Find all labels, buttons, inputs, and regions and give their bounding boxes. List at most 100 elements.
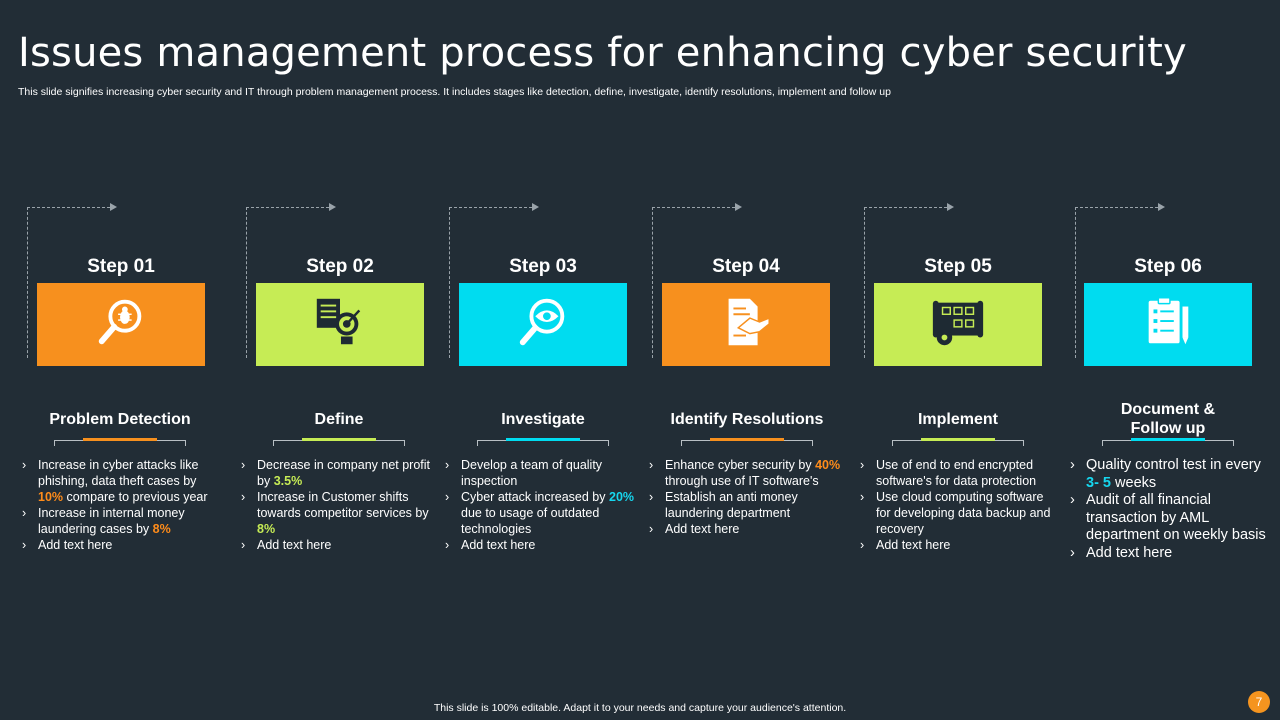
bullet-text: Audit of all financial transaction by AM… [1086, 492, 1266, 544]
bullet-item: Use of end to end encrypted software's f… [858, 457, 1058, 489]
stage-title-line: Problem Detection [49, 410, 191, 428]
stage-title-line: Document & [1120, 401, 1216, 418]
magnifier-eye-icon [514, 293, 572, 356]
page-number-badge: 7 [1248, 691, 1270, 713]
bullet-text: Add text here [1086, 544, 1173, 561]
bullet-item: Add text here [443, 537, 643, 553]
step-label: Step 01 [87, 256, 155, 277]
step-icon-box [37, 283, 205, 366]
bullet-text: Increase in internal money laundering ca… [38, 506, 185, 536]
step-label: Step 06 [1134, 256, 1202, 277]
stage-details: Document &Follow up Quality control test … [1068, 400, 1268, 563]
checklist-pencil-icon [1139, 293, 1197, 356]
arrow-head-icon [532, 203, 539, 211]
arrow-head-icon [1158, 203, 1165, 211]
slide-subtitle: This slide signifies increasing cyber se… [18, 86, 891, 98]
bullet-item: Enhance cyber security by 40% through us… [647, 457, 847, 489]
step-card-1: Step 01 [37, 255, 205, 366]
highlight-value: 8% [152, 522, 171, 536]
bullet-item: Audit of all financial transaction by AM… [1068, 492, 1268, 545]
stage-title: Problem Detection [20, 400, 220, 438]
stage-title: Document &Follow up [1068, 400, 1268, 438]
bullet-item: Increase in Customer shifts towards comp… [239, 489, 439, 537]
step-connector-arrow [864, 203, 954, 358]
bullet-text: Add text here [665, 522, 740, 536]
bullet-item: Add text here [239, 537, 439, 553]
bullet-item: Add text here [20, 537, 220, 553]
bullet-text: Quality control test in every [1086, 457, 1261, 473]
stage-divider [892, 438, 1024, 447]
step-connector-arrow [652, 203, 742, 358]
bullet-text: Use of end to end encrypted software's f… [876, 458, 1037, 488]
highlight-value: 3.5% [273, 474, 303, 488]
bullet-text: through use of IT software's [665, 474, 819, 488]
bullet-item: Decrease in company net profit by 3.5% [239, 457, 439, 489]
arrow-head-icon [329, 203, 336, 211]
stage-divider [1102, 438, 1234, 447]
bullet-item: Add text here [858, 537, 1058, 553]
arrow-head-icon [735, 203, 742, 211]
bullet-text: due to usage of outdated technologies [461, 506, 600, 536]
slide-title: Issues management process for enhancing … [18, 30, 1187, 76]
step-card-6: Step 06 [1084, 255, 1252, 366]
bullet-item: Add text here [647, 521, 847, 537]
highlight-value: 20% [609, 490, 635, 504]
arrow-head-icon [947, 203, 954, 211]
bullet-text: Use cloud computing software for develop… [876, 490, 1051, 536]
step-icon-box [459, 283, 627, 366]
step-label: Step 03 [509, 256, 577, 277]
stage-details: ImplementUse of end to end encrypted sof… [858, 400, 1058, 554]
stage-title: Implement [858, 400, 1058, 438]
stage-divider [681, 438, 813, 447]
magnifier-bug-icon [92, 293, 150, 356]
bullet-item: Develop a team of quality inspection [443, 457, 643, 489]
stage-bullet-list: Quality control test in every 3- 5 weeks… [1068, 457, 1268, 563]
highlight-value: 3- 5 [1086, 474, 1111, 491]
bullet-item: Increase in cyber attacks like phishing,… [20, 457, 220, 505]
stage-title-line: Implement [917, 410, 998, 428]
bullet-item: Establish an anti money laundering depar… [647, 489, 847, 521]
stage-details: Identify ResolutionsEnhance cyber securi… [647, 400, 847, 538]
stage-bullet-list: Develop a team of quality inspectionCybe… [443, 457, 643, 553]
step-icon-box [256, 283, 424, 366]
step-label: Step 04 [712, 256, 780, 277]
bullet-text: weeks [1111, 474, 1157, 491]
stage-divider [477, 438, 609, 447]
arrow-head-icon [110, 203, 117, 211]
stage-divider [54, 438, 186, 447]
highlight-value: 40% [815, 458, 841, 472]
step-connector-arrow [1075, 203, 1165, 358]
handshake-document-icon [717, 293, 775, 356]
step-connector-arrow [246, 203, 336, 358]
stage-title-line: Investigate [501, 410, 585, 428]
blueprint-gear-icon [929, 293, 987, 356]
bullet-text: Add text here [876, 538, 951, 552]
stage-details: Problem DetectionIncrease in cyber attac… [20, 400, 220, 554]
stage-title-line: Identify Resolutions [670, 410, 824, 428]
bullet-item: Use cloud computing software for develop… [858, 489, 1058, 537]
step-card-5: Step 05 [874, 255, 1042, 366]
bullet-text: Establish an anti money laundering depar… [665, 490, 798, 520]
step-icon-box [1084, 283, 1252, 366]
stage-details: InvestigateDevelop a team of quality ins… [443, 400, 643, 554]
stage-title: Define [239, 400, 439, 438]
footer-note: This slide is 100% editable. Adapt it to… [433, 702, 847, 714]
highlight-value: 10% [38, 490, 64, 504]
bullet-text: Add text here [257, 538, 332, 552]
step-card-4: Step 04 [662, 255, 830, 366]
stage-bullet-list: Decrease in company net profit by 3.5%In… [239, 457, 439, 553]
bullet-text: Increase in Customer shifts towards comp… [257, 490, 429, 520]
stage-bullet-list: Use of end to end encrypted software's f… [858, 457, 1058, 553]
step-card-2: Step 02 [256, 255, 424, 366]
bullet-text: Increase in cyber attacks like phishing,… [38, 458, 199, 488]
step-connector-arrow [449, 203, 539, 358]
bullet-text: Add text here [38, 538, 113, 552]
bullet-text: compare to previous year [63, 490, 208, 504]
step-connector-arrow [27, 203, 117, 358]
stage-title: Identify Resolutions [647, 400, 847, 438]
bullet-text: Enhance cyber security by [665, 458, 816, 472]
bullet-item: Add text here [1068, 545, 1268, 563]
bullet-item: Quality control test in every 3- 5 weeks [1068, 457, 1268, 492]
bullet-item: Increase in internal money laundering ca… [20, 505, 220, 537]
stage-bullet-list: Enhance cyber security by 40% through us… [647, 457, 847, 537]
